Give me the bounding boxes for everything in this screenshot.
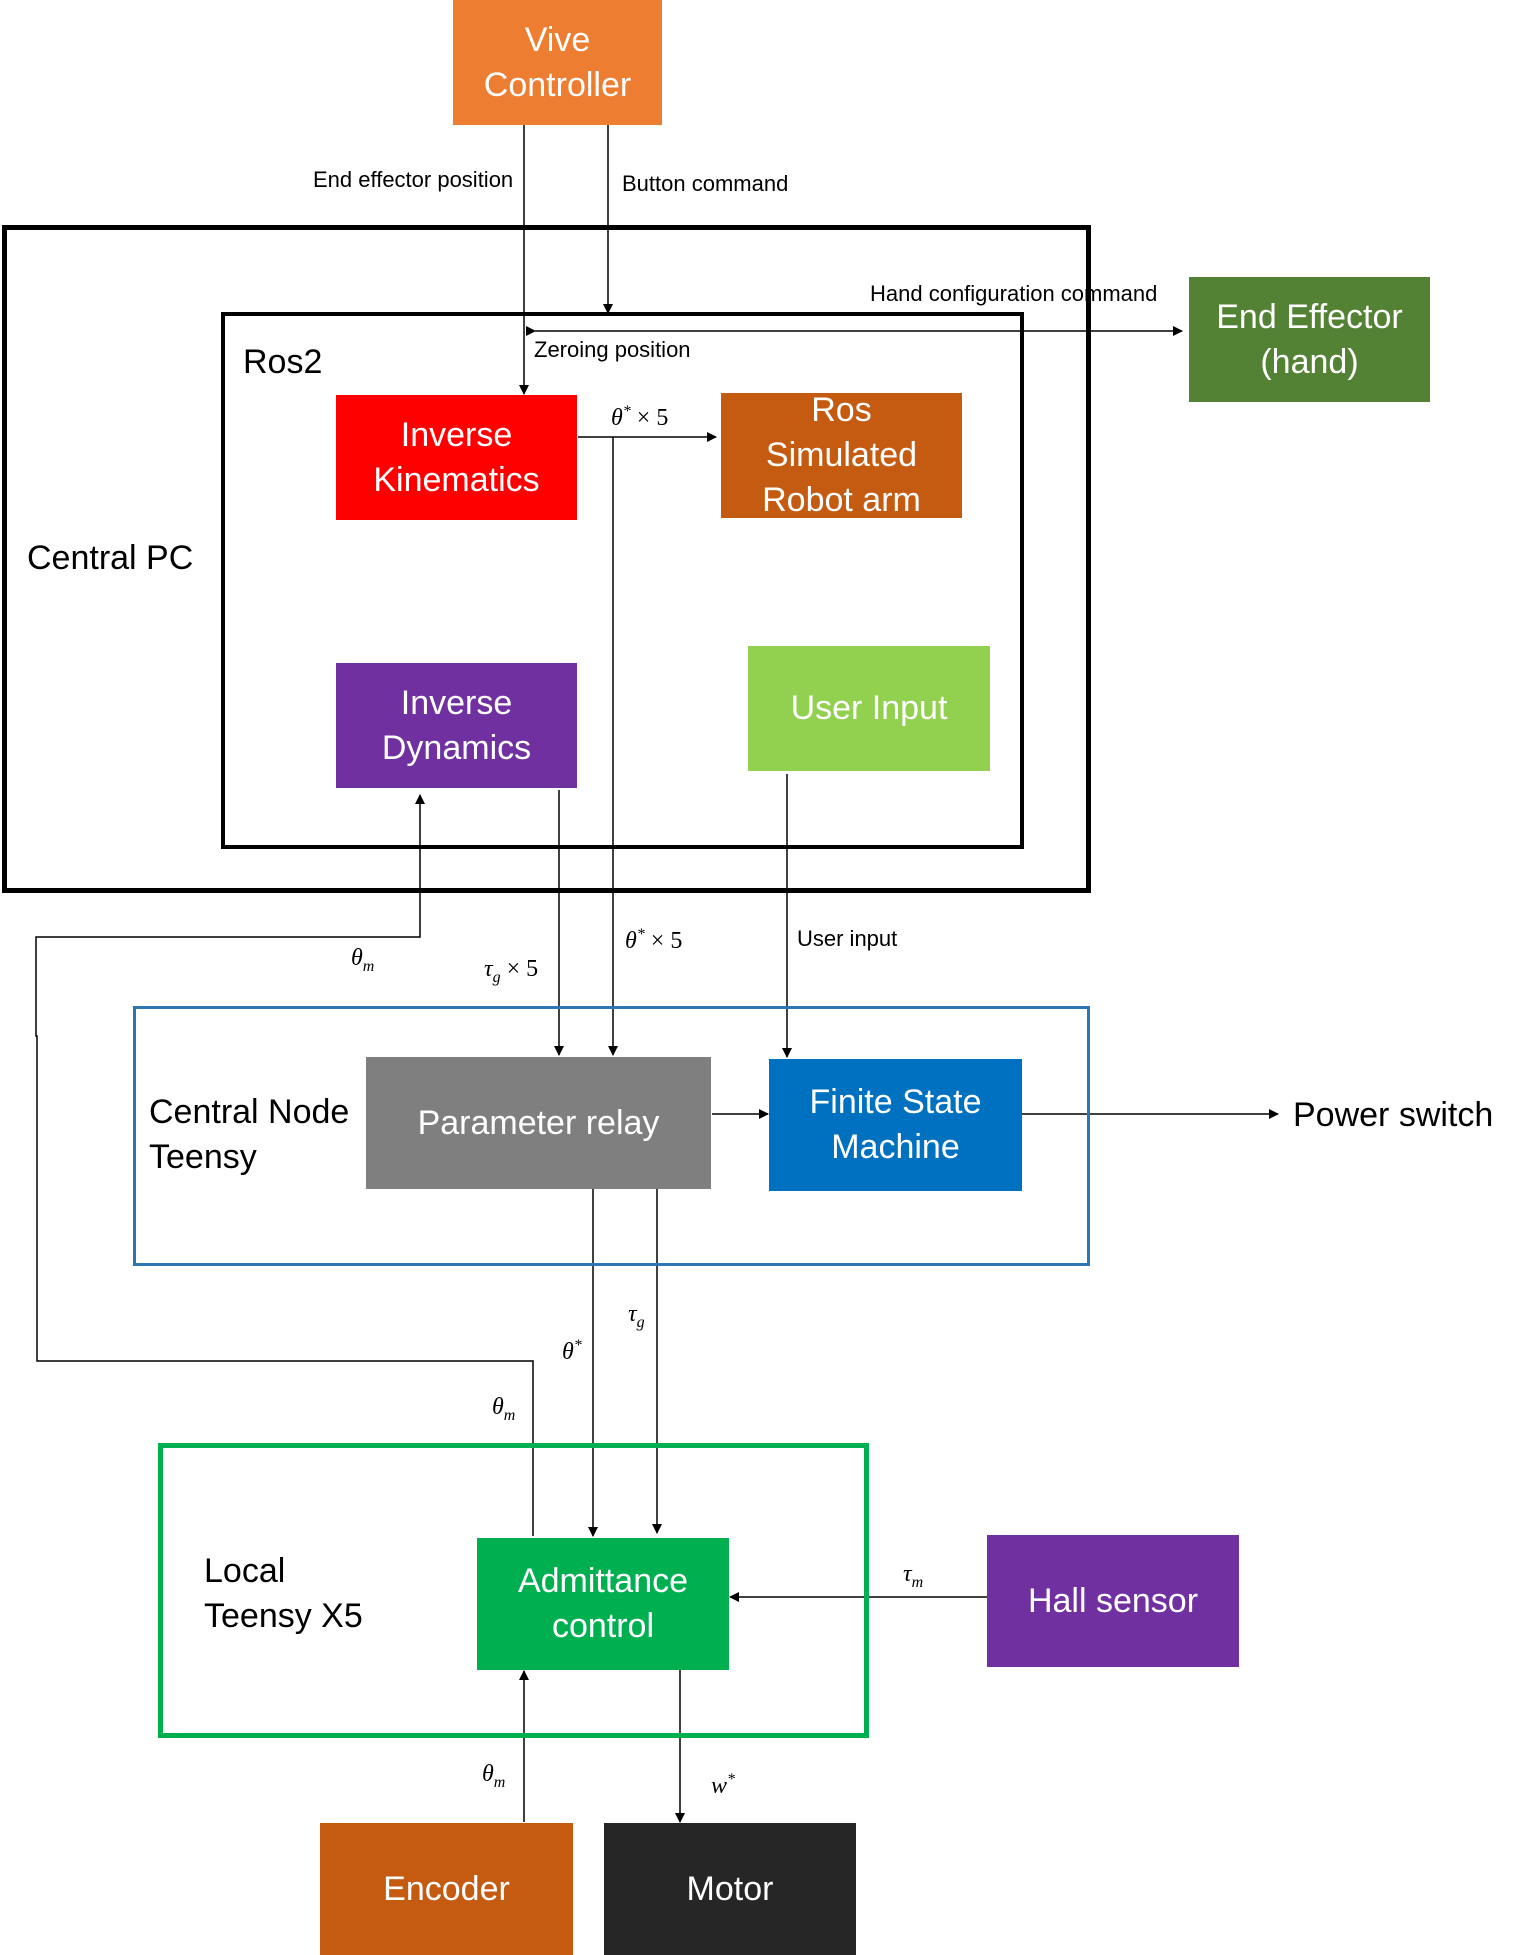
m-subscript: m [911,1573,924,1591]
math-label-theta-m-encoder: θm [482,1761,505,1792]
edge-label-button-command: Button command [622,171,789,196]
group-label-central-pc: Central PC [27,539,194,577]
node-ros-simulated-robot-arm: Ros Simulated Robot arm [721,391,962,519]
edge-label-end-effector-position: End effector position [313,167,514,192]
node-admittance-control: Admittance control [477,1538,729,1670]
math-label-tau-g-x5: τg × 5 [484,956,538,987]
node-encoder: Encoder [320,1823,573,1955]
times-five: × 5 [650,928,683,954]
node-vive-controller: Vive Controller [453,0,662,125]
star-superscript: * [636,926,645,943]
theta-symbol: θ [562,1339,574,1365]
g-subscript: g [492,968,501,986]
node-motor: Motor [604,1823,856,1955]
tau-symbol: τ [903,1561,912,1587]
math-label-theta-star-x5-top: θ* × 5 [611,403,668,432]
theta-symbol: θ [351,945,363,971]
theta-symbol: θ [482,1761,494,1787]
star-superscript: * [622,403,631,420]
math-label-theta-m-feedback: θm [351,945,374,976]
theta-symbol: θ [492,1394,504,1420]
group-ros2 [221,312,1024,849]
times-five: × 5 [506,956,539,982]
group-label-local-teensy-x5: Local Teensy X5 [204,1552,363,1635]
m-subscript: m [503,1406,516,1424]
star-superscript: * [727,1771,736,1788]
math-label-w-star: w* [711,1771,735,1800]
star-superscript: * [573,1337,582,1354]
group-label-central-node-teensy: Central Node Teensy [149,1093,350,1176]
omega-symbol: w [711,1773,728,1799]
node-end-effector-hand: End Effector (hand) [1189,277,1430,402]
edge-label-power-switch: Power switch [1293,1096,1494,1134]
node-inverse-kinematics: Inverse Kinematics [336,395,577,520]
group-local-teensy-x5 [158,1443,869,1738]
m-subscript: m [493,1773,506,1791]
times-five: × 5 [636,405,669,431]
node-parameter-relay: Parameter relay [366,1057,711,1189]
g-subscript: g [636,1313,645,1331]
tau-symbol: τ [628,1301,637,1327]
group-central-node-teensy [133,1006,1090,1266]
math-label-tau-m: τm [903,1561,923,1592]
group-central-pc [2,225,1091,893]
theta-symbol: θ [611,405,623,431]
theta-symbol: θ [625,928,637,954]
node-hall-sensor: Hall sensor [987,1535,1239,1667]
math-label-theta-star-x5-mid: θ* × 5 [625,926,682,955]
edge-label-user-input: User input [797,926,898,951]
node-user-input: User Input [748,646,990,771]
edge-label-zeroing-position: Zeroing position [534,337,691,362]
node-finite-state-machine: Finite State Machine [769,1059,1022,1191]
m-subscript: m [362,957,375,975]
math-label-theta-star: θ* [562,1337,582,1366]
math-label-tau-g: τg [628,1301,645,1332]
edge-label-hand-configuration-command: Hand configuration command [870,281,1158,306]
tau-symbol: τ [484,956,493,982]
math-label-theta-m-admittance: θm [492,1394,515,1425]
node-inverse-dynamics: Inverse Dynamics [336,663,577,788]
group-label-ros2: Ros2 [243,343,323,381]
